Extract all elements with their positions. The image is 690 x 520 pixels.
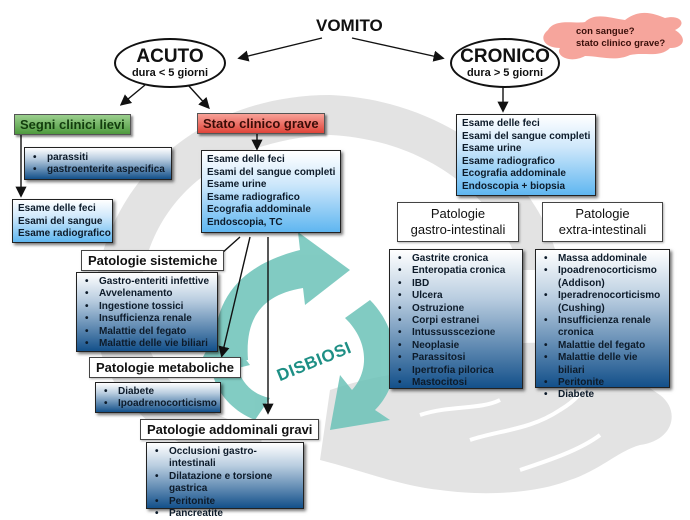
gastro-intestinali-list: Gastrite cronica Enteropatia cronica IBD… xyxy=(389,249,523,390)
extra-intestinali-label: Patologie extra-intestinali xyxy=(542,202,663,242)
list-item: Neoplasie xyxy=(396,340,516,353)
list-item: Ipoadrenocorticismo (Addison) xyxy=(542,265,663,290)
exam-item: Esame radiografico xyxy=(462,155,555,167)
exam-item: Ecografia addominale xyxy=(462,168,566,180)
label-line: Patologie xyxy=(430,206,486,221)
patologie-addominali-list: Occlusioni gastro-intestinali Dilatazion… xyxy=(146,442,304,520)
cronico-subtitle: dura > 5 giorni xyxy=(466,67,544,79)
list-item: Massa addominale xyxy=(542,253,663,266)
list-item: Insufficienza renale xyxy=(83,313,211,326)
label-line: extra-intestinali xyxy=(558,222,647,237)
list-item: Corpi estranei xyxy=(396,315,516,328)
exam-item: Esame delle feci xyxy=(462,118,540,129)
segni-lievi-causes: parassiti gastroenterite aspecifica xyxy=(24,147,172,180)
cronico-node: CRONICO dura > 5 giorni xyxy=(450,38,560,88)
list-item: Diabete xyxy=(542,389,663,402)
list-item: Enteropatia cronica xyxy=(396,265,516,278)
list-item: Ipoadrenocorticismo xyxy=(102,398,217,411)
label-line: gastro-intestinali xyxy=(410,222,506,237)
exam-item: Esame urine xyxy=(462,143,522,155)
cronico-exams: Esame delle feci Esami del sangue comple… xyxy=(456,114,596,196)
list-item: Malattie del fegato xyxy=(83,326,211,339)
patologie-metaboliche-label: Patologie metaboliche xyxy=(89,357,241,378)
list-item: Dilatazione e torsione gastrica xyxy=(153,471,297,496)
patologie-addominali-label: Patologie addominali gravi xyxy=(140,419,320,440)
segni-lievi-label: Segni clinici lievi xyxy=(14,114,131,135)
cycle-arrows xyxy=(195,232,396,430)
acuto-node: ACUTO dura < 5 giorni xyxy=(114,38,226,88)
root-title: VOMITO xyxy=(316,16,383,35)
extra-intestinali-list: Massa addominale Ipoadrenocorticismo (Ad… xyxy=(535,249,670,402)
exam-item: Esami del sangue completi xyxy=(207,166,336,178)
list-item: gastroenterite aspecifica xyxy=(31,164,165,177)
label-line: Patologie xyxy=(575,206,630,221)
warning-line: con sangue? xyxy=(576,26,635,37)
list-item: Occlusioni gastro-intestinali xyxy=(153,446,297,471)
acuto-title: ACUTO xyxy=(136,46,204,67)
exam-item: Esame radiografico xyxy=(207,191,300,203)
exam-item: Endoscopia + biopsia xyxy=(462,180,566,192)
list-item: Malattie delle vie biliari xyxy=(542,352,663,377)
exam-item: Esame delle feci xyxy=(207,154,285,165)
list-item: Ulcera xyxy=(396,290,516,303)
patologie-metaboliche-list: Diabete Ipoadrenocorticismo xyxy=(95,382,221,413)
exam-item: Esame radiografico xyxy=(18,228,111,240)
list-item: Ingestione tossici xyxy=(83,301,211,314)
list-item: Avvelenamento xyxy=(83,288,211,301)
list-item: Diabete xyxy=(102,386,214,399)
list-item: Parassitosi xyxy=(396,352,516,365)
stato-grave-label: Stato clinico grave xyxy=(197,113,325,134)
exam-item: Ecografia addominale xyxy=(207,204,311,216)
patologie-sistemiche-label: Patologie sistemiche xyxy=(81,250,225,271)
list-item: Pancreatite xyxy=(153,508,297,520)
list-item: Ostruzione xyxy=(396,303,516,316)
patologie-sistemiche-list: Gastro-enteriti infettive Avvelenamento … xyxy=(76,272,218,352)
gastro-intestinali-label: Patologie gastro-intestinali xyxy=(397,202,519,242)
list-item: Insufficienza renale cronica xyxy=(542,315,663,340)
list-item: Intussusscezione xyxy=(396,327,516,340)
acuto-subtitle: dura < 5 giorni xyxy=(131,67,209,79)
list-item: Iperadrenocorticismo (Cushing) xyxy=(542,290,663,315)
list-item: Gastro-enteriti infettive xyxy=(83,276,211,289)
cronico-title: CRONICO xyxy=(460,46,550,67)
warning-note: con sangue? stato clinico grave? xyxy=(576,26,665,50)
splat-shape xyxy=(543,12,683,60)
list-item: IBD xyxy=(396,278,516,291)
exam-item: Esame urine xyxy=(207,179,267,191)
exam-item: Esami del sangue completi xyxy=(462,130,591,142)
warning-line: stato clinico grave? xyxy=(576,38,666,49)
list-item: Malattie del fegato xyxy=(542,340,663,353)
exam-item: Esame delle feci xyxy=(18,203,96,214)
segni-lievi-exams: Esame delle feci Esami del sangue Esame … xyxy=(12,199,113,243)
exam-item: Endoscopia, TC xyxy=(207,216,283,228)
list-item: parassiti xyxy=(31,152,165,165)
list-item: Ipertrofia pilorica xyxy=(396,365,516,378)
exam-item: Esami del sangue xyxy=(18,215,103,227)
list-item: Gastrite cronica xyxy=(396,253,516,266)
list-item: Peritonite xyxy=(542,377,663,390)
list-item: Mastocitosi xyxy=(396,377,516,390)
stato-grave-exams: Esame delle feci Esami del sangue comple… xyxy=(201,150,341,233)
list-item: Malattie delle vie biliari xyxy=(83,338,211,351)
list-item: Peritonite xyxy=(153,496,297,509)
